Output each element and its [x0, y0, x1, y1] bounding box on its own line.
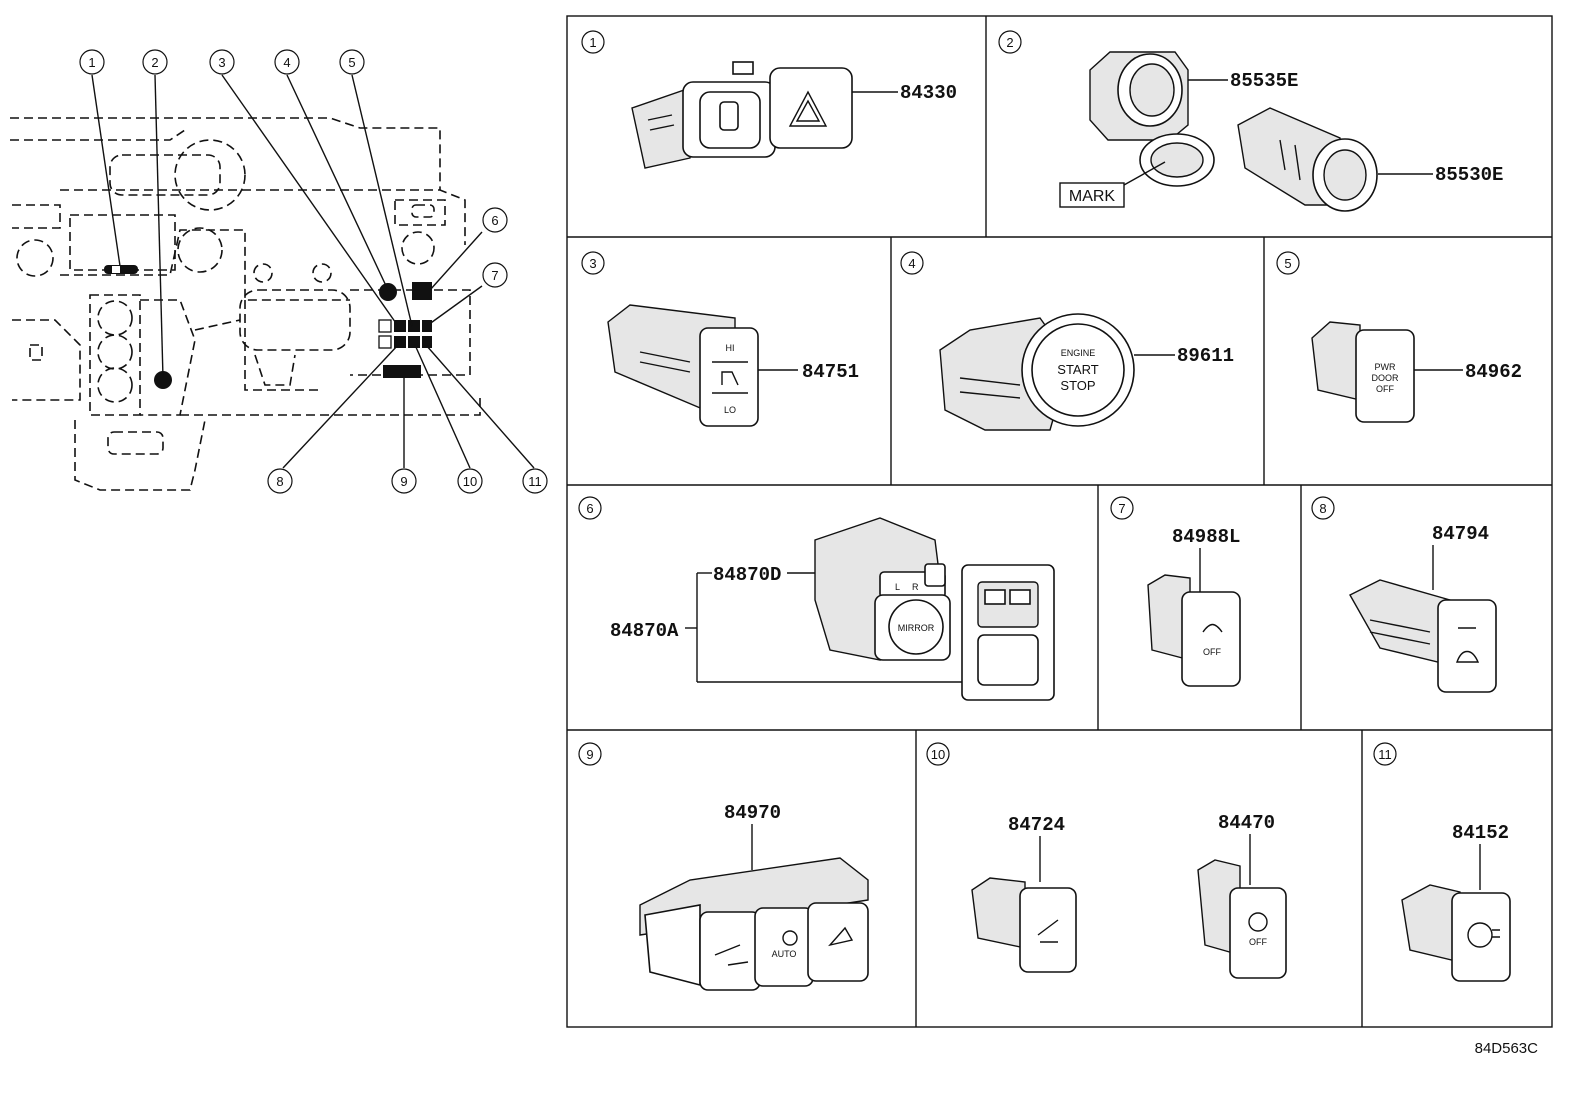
part-number-84751: 84751: [802, 361, 859, 383]
svg-text:9: 9: [400, 474, 407, 489]
svg-text:3: 3: [589, 256, 596, 271]
svg-text:2: 2: [1006, 35, 1013, 50]
panel-4: 4 ENGINE START STOP 89611: [900, 251, 1234, 431]
svg-text:OFF: OFF: [1203, 647, 1221, 657]
panel-3: 3 HI LO 84751: [581, 251, 859, 427]
stop-start-off-switch-84470: OFF: [1197, 859, 1287, 979]
part-number-84988l: 84988L: [1172, 526, 1240, 548]
svg-text:7: 7: [1118, 501, 1125, 516]
headlight-switch-84970: AUTO: [639, 857, 869, 991]
panel-1: 1 84330: [581, 30, 957, 169]
svg-text:6: 6: [491, 213, 498, 228]
svg-text:8: 8: [1319, 501, 1326, 516]
overview-callout-1: 1: [79, 49, 105, 75]
svg-text:4: 4: [283, 55, 290, 70]
mirror-switch-bezel: [961, 564, 1055, 701]
panel-11: 11 84152: [1373, 742, 1511, 982]
mirror-switch-84870d: L R MIRROR: [814, 517, 951, 661]
svg-text:9: 9: [586, 747, 593, 762]
panel-2: 2 85535E MARK 85530E: [998, 30, 1503, 212]
svg-text:2: 2: [151, 55, 158, 70]
start-label: START: [1057, 362, 1098, 377]
overview-callout-10: 10: [457, 468, 483, 494]
svg-text:4: 4: [908, 256, 915, 271]
overview-callout-4: 4: [274, 49, 300, 75]
part-number-84152: 84152: [1452, 822, 1509, 844]
overview-callout-8: 8: [267, 468, 293, 494]
hazard-switch-84330: [631, 61, 853, 169]
svg-text:LO: LO: [724, 405, 736, 415]
svg-text:OFF: OFF: [1376, 384, 1394, 394]
dashboard-overview: 1 2 3 4 5 6 7 8 9 10 11: [10, 49, 548, 494]
part-number-84724: 84724: [1008, 814, 1065, 836]
svg-text:5: 5: [348, 55, 355, 70]
svg-text:1: 1: [88, 55, 95, 70]
svg-text:1: 1: [589, 35, 596, 50]
part-number-85530e: 85530E: [1435, 164, 1503, 186]
power-outlet-85530e: [1237, 107, 1378, 212]
parts-grid: [566, 15, 1553, 1028]
svg-text:11: 11: [528, 474, 542, 489]
diagram-code: 84D563C: [1475, 1040, 1539, 1057]
engine-start-stop-button-89611: ENGINE START STOP: [939, 313, 1135, 431]
part-number-84470: 84470: [1218, 812, 1275, 834]
mark-label: MARK: [1069, 188, 1116, 205]
overview-callout-6: 6: [482, 207, 508, 233]
svg-text:3: 3: [218, 55, 225, 70]
panel-5: 5 PWR DOOR OFF 84962: [1276, 251, 1522, 423]
svg-text:OFF: OFF: [1249, 937, 1267, 947]
stop-label: STOP: [1060, 378, 1095, 393]
part-number-84794: 84794: [1432, 523, 1489, 545]
svg-text:6: 6: [586, 501, 593, 516]
power-door-switch-84962: PWR DOOR OFF: [1311, 321, 1415, 423]
defogger-switch-84794: [1349, 579, 1497, 693]
svg-text:5: 5: [1284, 256, 1291, 271]
panel-9: 9 84970 AUTO: [578, 742, 869, 991]
svg-text:DOOR: DOOR: [1372, 373, 1400, 383]
auto-label: AUTO: [772, 949, 797, 959]
panel-6: 6 L R MIRROR 84870D 84870A: [578, 496, 1055, 701]
svg-text:7: 7: [491, 268, 498, 283]
part-number-84962: 84962: [1465, 361, 1522, 383]
part-number-84870a: 84870A: [610, 620, 679, 642]
part-number-89611: 89611: [1177, 345, 1234, 367]
traction-off-switch-84988l: OFF: [1147, 574, 1241, 687]
engine-label: ENGINE: [1061, 348, 1096, 358]
overview-callout-2: 2: [142, 49, 168, 75]
svg-text:10: 10: [931, 747, 945, 762]
panel-8: 8 84794: [1311, 496, 1497, 693]
headlight-cleaner-switch-84152: [1401, 884, 1511, 982]
overview-callout-9: 9: [391, 468, 417, 494]
svg-text:R: R: [912, 582, 919, 592]
power-outlet-85535e: [1089, 51, 1215, 187]
svg-text:10: 10: [463, 474, 477, 489]
auto-leveling-switch-84724: [971, 877, 1077, 973]
svg-text:11: 11: [1378, 747, 1392, 762]
overview-callout-5: 5: [339, 49, 365, 75]
panel-10: 10 84724 84470 OFF: [926, 742, 1287, 979]
svg-text:8: 8: [276, 474, 283, 489]
overview-callout-3: 3: [209, 49, 235, 75]
part-number-85535e: 85535E: [1230, 70, 1298, 92]
svg-text:L: L: [895, 582, 900, 592]
part-number-84330: 84330: [900, 82, 957, 104]
overview-callout-7: 7: [482, 262, 508, 288]
svg-text:HI: HI: [726, 343, 735, 353]
panel-7: 7 84988L OFF: [1110, 496, 1241, 687]
svg-text:PWR: PWR: [1375, 362, 1396, 372]
part-number-84970: 84970: [724, 802, 781, 824]
mirror-label: MIRROR: [898, 623, 935, 633]
part-number-84870d: 84870D: [713, 564, 781, 586]
seat-heater-switch-84751: HI LO: [607, 304, 759, 427]
overview-callout-11: 11: [522, 468, 548, 494]
